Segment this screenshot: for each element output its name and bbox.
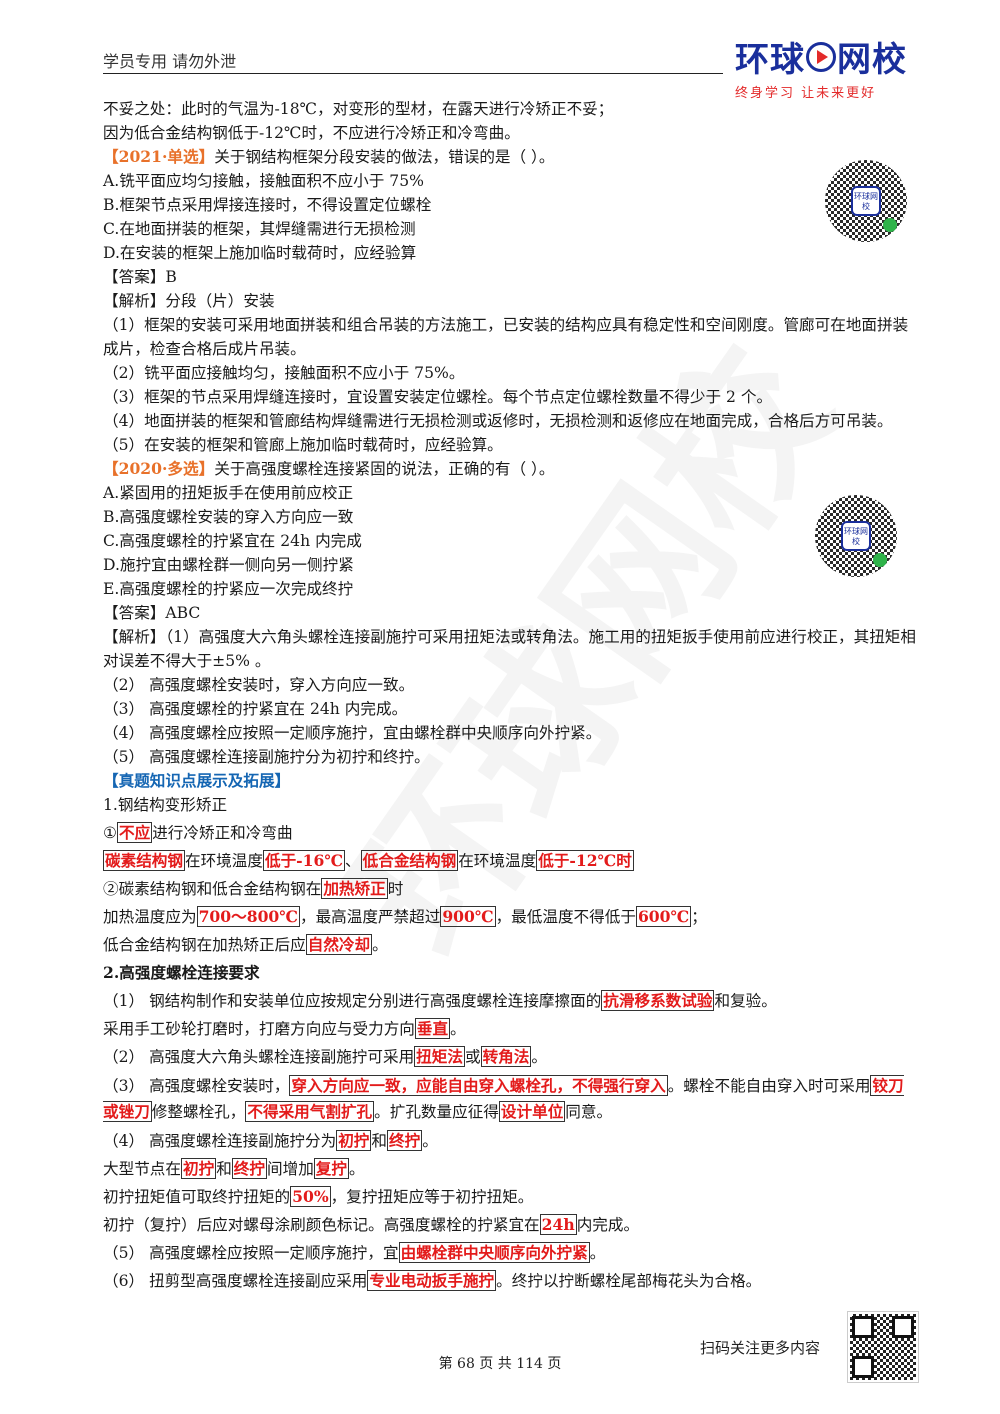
page-number: 第 68 页 共 114 页 [438,1356,562,1372]
knowledge-line: 大型节点在初拧和终拧间增加复拧。 [103,1158,365,1179]
section-heading: 【真题知识点展示及拓展】 [103,771,291,790]
analysis-title: 【解析】分段（片）安装 [103,292,275,310]
highlight-keyword: 自然冷却 [305,934,373,955]
highlight-keyword: 600℃ [635,906,692,927]
answer: 【答案】B [103,268,177,286]
mini-program-icon [873,553,887,567]
highlight-keyword: 低于-12℃时 [536,850,634,871]
analysis-item: （5） 高强度螺栓连接副施拧分为初拧和终拧。 [103,748,430,766]
play-icon [806,42,836,72]
knowledge-line: （1） 钢结构制作和安装单位应按规定分别进行高强度螺栓连接摩擦面的抗滑移系数试验… [103,990,777,1011]
analysis-item: （4） 高强度螺栓应按照一定顺序施拧，宜由螺栓群中央顺序向外拧紧。 [103,724,602,742]
answer: 【答案】ABC [103,604,201,622]
option: B.框架节点采用焊接连接时，不得设置定位螺栓 [103,196,432,214]
qr-center-logo: 环球网校 [851,186,881,216]
logo-slogan: 终身学习 让未来更好 [735,86,877,101]
option: C.在地面拼装的框架，其焊缝需进行无损检测 [103,220,416,238]
knowledge-line: （2） 高强度大六角头螺栓连接副施拧可采用扭矩法或转角法。 [103,1046,547,1067]
highlight-keyword: 初拧 [336,1130,372,1151]
analysis-item: （2）铣平面应接触均匀，接触面积不应小于 75%。 [103,364,465,382]
highlight-keyword: 扭矩法 [414,1046,465,1067]
analysis-item: （5）在安装的框架和管廊上施加临时载荷时，应经验算。 [103,436,503,454]
highlight-keyword: 穿入方向应一致，应能自由穿入螺栓孔，不得强行穿入 [289,1075,668,1096]
question-tag: 【2020·多选】 [103,459,215,478]
scan-prompt: 扫码关注更多内容 [700,1339,821,1357]
knowledge-line: 碳素结构钢在环境温度低于-16℃、低合金结构钢在环境温度低于-12℃时 [103,850,634,871]
option: A.铣平面应均匀接触，接触面积不应小于 75% [103,172,424,190]
highlight-keyword: 900℃ [440,906,496,927]
analysis-item: （4）地面拼装的框架和管廊结构焊缝需进行无损检测或返修时，无损检测和返修应在地面… [103,412,893,430]
question-stem: 【2020·多选】关于高强度螺栓连接紧固的说法，正确的有（ ）。 [103,459,555,478]
question-tag: 【2021·单选】 [103,147,215,166]
option: A.紧固用的扭矩扳手在使用前应校正 [103,484,354,502]
knowledge-line: 采用手工砂轮打磨时，打磨方向应与受力方向垂直。 [103,1018,466,1039]
knowledge-line: （5） 高强度螺栓应按照一定顺序施拧，宜由螺栓群中央顺序向外拧紧。 [103,1242,606,1263]
highlight-keyword: 转角法 [480,1046,532,1067]
knowledge-line: ②碳素结构钢和低合金结构钢在加热矫正时 [103,878,404,899]
analysis-item: 【解析】（1）高强度大六角头螺栓连接副施拧可采用扭矩法或转角法。施工用的扭矩扳手… [103,628,916,670]
mini-program-icon [883,218,897,232]
highlight-keyword: 设计单位 [498,1101,566,1122]
highlight-keyword: 碳素结构钢 [103,850,185,871]
highlight-keyword: 24h [539,1214,577,1235]
highlight-keyword: 铰刀或锉刀 [103,1075,904,1122]
highlight-keyword: 50% [290,1186,331,1207]
highlight-keyword: 垂直 [414,1018,451,1039]
analysis-item: （1）框架的安装可采用地面拼装和组合吊装的方法施工，已安装的结构应具有稳定性和空… [103,316,909,358]
text-line: 因为低合金结构钢低于-12℃时，不应进行冷矫正和冷弯曲。 [103,124,520,142]
knowledge-title: 2.高强度螺栓连接要求 [103,963,260,982]
highlight-keyword: 不得采用气割扩孔 [245,1101,375,1122]
brand-logo: 环球网校 终身学习 让未来更好 [735,40,915,101]
highlight-keyword: 抗滑移系数试验 [601,990,715,1011]
option: E.高强度螺栓的拧紧应一次完成终拧 [103,580,354,598]
knowledge-line: （6） 扭剪型高强度螺栓连接副应采用专业电动扳手施拧。终拧以拧断螺栓尾部梅花头为… [103,1270,762,1291]
highlight-keyword: 700～800℃ [196,906,300,927]
option: B.高强度螺栓安装的穿入方向应一致 [103,508,354,526]
highlight-keyword: 低于-16℃ [262,850,346,871]
qr-code-mini-program-2: 环球网校 [815,495,897,577]
qr-code-footer [847,1311,919,1383]
highlight-keyword: 加热矫正 [321,878,388,899]
option: D.在安装的框架上施加临时载荷时，应经验算 [103,244,417,262]
highlight-keyword: 由螺栓群中央顺序向外拧紧 [398,1242,590,1263]
analysis-item: （3）框架的节点采用焊缝连接时，宜设置安装定位螺栓。每个节点定位螺栓数量不得少于… [103,388,773,406]
option: C.高强度螺栓的拧紧宜在 24h 内完成 [103,532,362,550]
knowledge-line: 低合金结构钢在加热矫正后应自然冷却。 [103,934,388,955]
logo-text-right: 网校 [837,40,907,80]
highlight-keyword: 低合金结构钢 [360,850,459,871]
qr-center-logo: 环球网校 [841,521,871,551]
header-notice: 学员专用 请勿外泄 [103,52,237,71]
highlight-keyword: 专业电动扳手施拧 [367,1270,497,1291]
analysis-item: （3） 高强度螺栓的拧紧宜在 24h 内完成。 [103,700,408,718]
knowledge-title: 1.钢结构变形矫正 [103,796,228,814]
logo-text-left: 环球 [735,40,805,80]
highlight-keyword: 初拧 [180,1158,217,1179]
highlight-keyword: 不应 [116,822,153,843]
header-divider [103,73,723,74]
knowledge-line: （4） 高强度螺栓连接副施拧分为初拧和终拧。 [103,1130,438,1151]
option: D.施拧宜由螺栓群一侧向另一侧拧紧 [103,556,354,574]
highlight-keyword: 终拧 [231,1158,267,1179]
document-body: 不妥之处：此时的气温为-18℃，对变形的型材，在露天进行冷矫正不妥； 因为低合金… [103,97,918,1293]
highlight-keyword: 复拧 [313,1158,349,1179]
qr-code-mini-program-1: 环球网校 [825,160,907,242]
knowledge-line: （3） 高强度螺栓安装时，穿入方向应一致，应能自由穿入螺栓孔，不得强行穿入。螺栓… [103,1075,904,1122]
analysis-item: （2） 高强度螺栓安装时，穿入方向应一致。 [103,676,415,694]
question-stem: 【2021·单选】关于钢结构框架分段安装的做法，错误的是（ ）。 [103,147,555,166]
text-line: 不妥之处：此时的气温为-18℃，对变形的型材，在露天进行冷矫正不妥； [103,100,614,118]
highlight-keyword: 终拧 [387,1130,423,1151]
